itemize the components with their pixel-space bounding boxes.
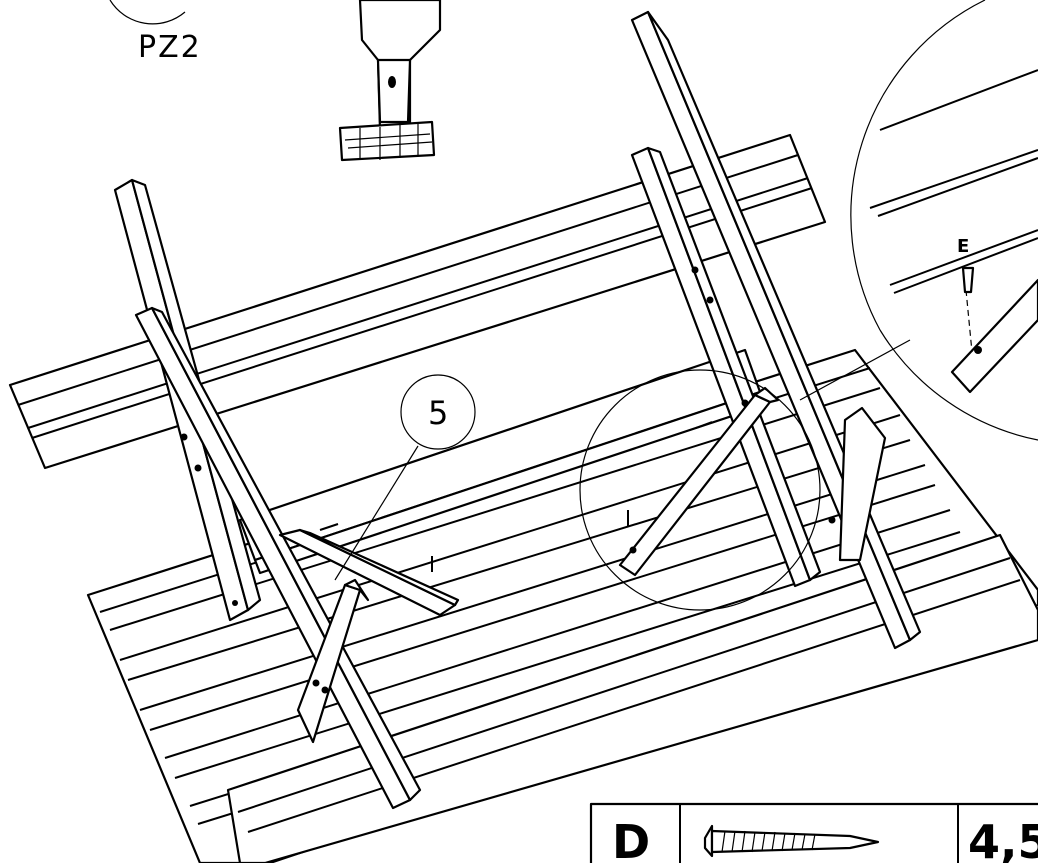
bench-board-rear: [8, 133, 827, 470]
bit-label: PZ2: [138, 30, 202, 65]
left-leg-frame: [113, 178, 422, 810]
step-circle: [400, 374, 476, 450]
drill-trigger: [388, 76, 396, 88]
left-cross-brace: [278, 528, 460, 744]
step-number: 5: [428, 394, 448, 432]
detail-magnifier: E: [579, 0, 1038, 611]
drill-icon: [338, 0, 442, 162]
bit-callout: PZ2: [109, 0, 202, 65]
screw-markers: [319, 421, 713, 572]
parts-table: D 4,5: [589, 802, 1038, 863]
screw-icon: [703, 824, 880, 858]
detail-source-circle: [579, 369, 821, 611]
step-callout: 5: [334, 374, 476, 581]
parts-size: 4,5: [968, 815, 1038, 863]
parts-letter: D: [612, 815, 650, 863]
right-leg-frame: [618, 10, 922, 650]
detail-label: E: [957, 236, 969, 257]
